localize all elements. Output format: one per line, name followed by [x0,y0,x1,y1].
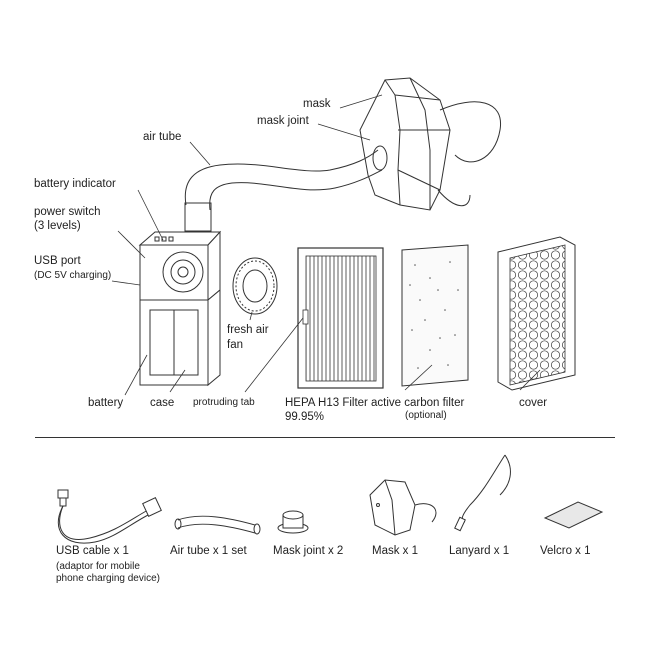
small-mask-illustration [369,479,437,536]
label-velcro: Velcro x 1 [540,545,591,557]
label-battery: battery [88,397,124,409]
label-battery-indicator: battery indicator [34,178,116,190]
label-usb-cable-sub1: (adaptor for mobile [56,561,140,572]
fan-illustration [232,257,278,315]
carbon-filter-illustration [401,244,469,387]
section-divider [35,437,615,438]
label-carbon: active carbon filter [371,397,465,409]
lanyard-illustration [454,454,511,532]
label-mask-joint: mask joint [257,115,309,127]
label-carbon-sub: (optional) [405,410,447,421]
label-mask-acc: Mask x 1 [372,545,419,557]
label-fan: fan [227,339,243,351]
label-protruding-tab: protruding tab [193,397,255,408]
leader-lines [111,94,541,396]
velcro-illustration [543,501,604,529]
label-lanyard: Lanyard x 1 [449,545,510,557]
label-air-tube-set: Air tube x 1 set [170,545,247,557]
air-tube-set-illustration [174,515,261,535]
hepa-filter-illustration [297,247,384,389]
label-power-switch-sub: (3 levels) [34,220,81,232]
label-usb-port-sub: (DC 5V charging) [34,270,112,281]
air-tube-illustration [184,145,388,232]
label-fresh-air: fresh air [227,324,269,336]
mask-joint-illustration [277,510,309,534]
cover-illustration [497,236,576,391]
label-cover: cover [519,397,548,409]
label-case: case [150,397,175,409]
usb-cable-illustration [57,489,162,544]
label-hepa: HEPA H13 Filter [285,397,368,409]
label-hepa-sub: 99.95% [285,411,325,423]
label-usb-cable: USB cable x 1 [56,545,129,557]
label-air-tube: air tube [143,131,182,143]
label-usb-port: USB port [34,255,81,267]
label-mask-joint-acc: Mask joint x 2 [273,545,344,557]
device-illustration [138,230,222,387]
mask-illustration [359,77,501,211]
label-usb-cable-sub2: phone charging device) [56,573,160,584]
label-power-switch: power switch [34,206,101,218]
label-mask: mask [303,98,331,110]
